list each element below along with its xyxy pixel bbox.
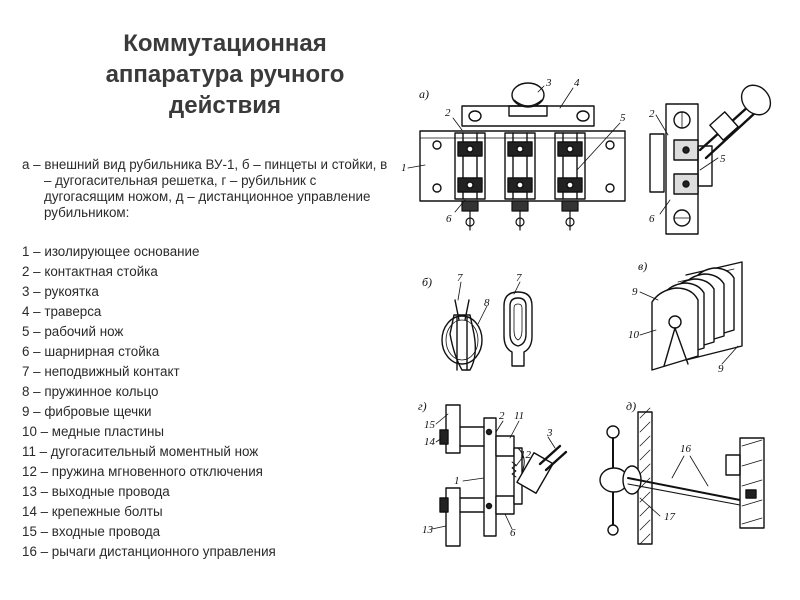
panel-label-d: д) bbox=[626, 399, 636, 413]
callout-a-side-2: 2 bbox=[649, 108, 655, 120]
panel-v-arc-grid bbox=[639, 261, 743, 371]
legend-item: 14 – крепежные болты bbox=[22, 504, 163, 519]
callout-a-2: 2 bbox=[445, 107, 451, 119]
legend-item: 1 – изолирующее основание bbox=[22, 244, 200, 259]
legend-item: 5 – рабочий нож bbox=[22, 324, 124, 339]
callout-a-5: 5 bbox=[620, 112, 626, 124]
legend-item: 8 – пружинное кольцо bbox=[22, 384, 159, 399]
callout-g-1: 1 bbox=[454, 475, 460, 487]
legend-item: 12 – пружина мгновенного отключения bbox=[22, 464, 263, 479]
callout-g-12: 12 bbox=[520, 449, 532, 461]
legend-item: 15 – входные провода bbox=[22, 524, 161, 539]
legend-item: 3 – рукоятка bbox=[22, 284, 99, 299]
callout-a-6: 6 bbox=[446, 213, 452, 225]
panel-b-contacts bbox=[441, 281, 533, 371]
callout-g-2: 2 bbox=[499, 410, 505, 422]
parts-legend: 1 – изолирующее основание 2 – контактная … bbox=[22, 242, 394, 562]
legend-item: 10 – медные пластины bbox=[22, 424, 164, 439]
legend-item: 11 – дугогасительный моментный нож bbox=[22, 444, 259, 459]
callout-g-3: 3 bbox=[546, 427, 553, 439]
panel-label-b: б) bbox=[422, 275, 432, 289]
callout-a-side-5: 5 bbox=[720, 153, 726, 165]
switch-technical-drawing: а) б) в) г) д) 1 2 3 4 5 6 2 5 6 7 8 7 9… bbox=[401, 77, 772, 547]
callout-a-3: 3 bbox=[545, 77, 552, 89]
panel-d-remote-control bbox=[599, 407, 765, 545]
figure-caption: а – внешний вид рубильника ВУ-1, б – пин… bbox=[22, 157, 388, 220]
callout-g-15: 15 bbox=[424, 419, 436, 431]
panel-label-a: а) bbox=[419, 87, 429, 101]
callout-g-11: 11 bbox=[514, 410, 524, 422]
legend-item: 9 – фибровые щечки bbox=[22, 404, 152, 419]
legend-item: 16 – рычаги дистанционного управления bbox=[22, 544, 276, 559]
callout-a-side-6: 6 bbox=[649, 213, 655, 225]
callout-v-9-top: 9 bbox=[632, 286, 638, 298]
panel-a-front-view bbox=[407, 82, 626, 231]
slide-title: Коммутационная аппаратура ручного действ… bbox=[105, 30, 345, 119]
callout-g-13: 13 bbox=[422, 524, 434, 536]
callout-a-1: 1 bbox=[401, 162, 407, 174]
legend-item: 2 – контактная стойка bbox=[22, 264, 158, 279]
callout-b-7-left: 7 bbox=[457, 272, 463, 284]
legend-item: 7 – неподвижный контакт bbox=[22, 364, 180, 379]
callout-v-9-bottom: 9 bbox=[718, 363, 724, 375]
legend-item: 4 – траверса bbox=[22, 304, 102, 319]
callout-d-16: 16 bbox=[680, 443, 692, 455]
callout-a-4: 4 bbox=[574, 77, 580, 89]
callout-d-17: 17 bbox=[664, 511, 676, 523]
panel-label-g: г) bbox=[418, 399, 427, 413]
callout-b-8: 8 bbox=[484, 297, 490, 309]
panel-label-v: в) bbox=[638, 259, 647, 273]
callout-b-7-right: 7 bbox=[516, 272, 522, 284]
panel-g-arc-knife-switch bbox=[431, 404, 568, 547]
legend-item: 13 – выходные провода bbox=[22, 484, 170, 499]
legend-item: 6 – шарнирная стойка bbox=[22, 344, 160, 359]
callout-v-10: 10 bbox=[628, 329, 640, 341]
callout-g-6: 6 bbox=[510, 527, 516, 539]
panel-a-side-view bbox=[649, 84, 772, 235]
callout-g-14: 14 bbox=[424, 436, 436, 448]
